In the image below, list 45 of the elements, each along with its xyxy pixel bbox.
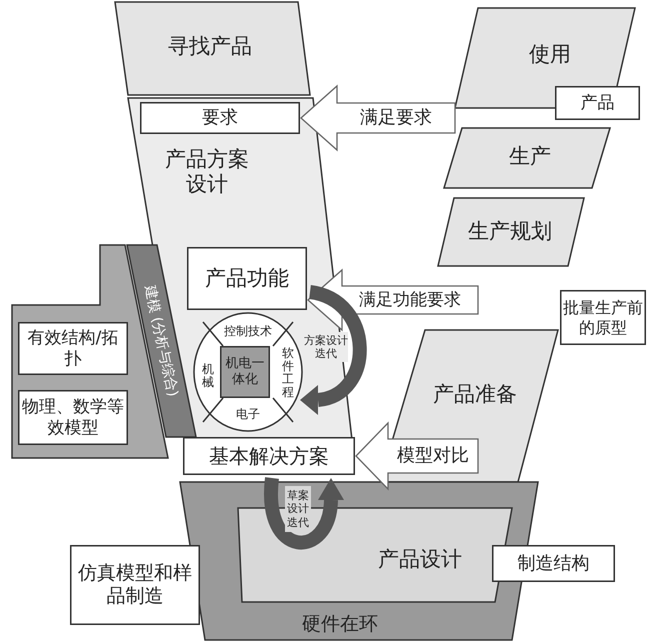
text-box — [492, 545, 615, 582]
node-text: 使用 — [528, 41, 572, 68]
text-box — [70, 545, 200, 625]
edge-label: 满足要求 — [359, 106, 433, 130]
node-text: 产品 — [580, 92, 616, 115]
node-text: 电子 — [235, 406, 261, 423]
text-box — [555, 86, 640, 120]
node-text: 寻找产品 — [167, 33, 253, 60]
text-box — [18, 322, 128, 375]
node-text: 软件工程 — [281, 344, 295, 402]
text-box — [183, 437, 355, 475]
text-box — [187, 247, 307, 310]
node-text: 机电一体化 — [224, 355, 266, 389]
block-arrow — [300, 84, 456, 152]
text-box — [18, 390, 128, 445]
parallelogram-block — [444, 128, 610, 188]
node-text: 产品设计 — [377, 546, 463, 574]
node-text: 生产规划 — [467, 218, 553, 246]
node-text: 生产 — [508, 143, 552, 170]
node-text: 控制技术 — [223, 322, 273, 340]
node-text: 制造结构 — [516, 552, 590, 576]
node-text: 产品方案设计 — [164, 146, 250, 198]
node-text: 产品功能 — [204, 264, 290, 292]
node-text: 硬件在环 — [301, 612, 379, 637]
edge-label: 模型对比 — [396, 444, 470, 468]
node-text: 仿真模型和样品制造 — [77, 561, 193, 609]
node-text: 基本解决方案 — [208, 443, 330, 470]
node-text: 机械 — [201, 360, 215, 391]
node-text: 批量生产前的原型 — [563, 297, 643, 338]
block-arrow — [355, 421, 479, 491]
text-box — [140, 102, 300, 134]
center-box — [220, 346, 270, 398]
edge-label: 满足功能要求 — [358, 288, 462, 312]
iteration-label: 草案设计迭代 — [285, 486, 311, 532]
parallelogram-block — [438, 198, 584, 266]
node-text: 建模 (分析与综合) — [140, 282, 182, 400]
block-arrow — [307, 268, 479, 332]
node-text: 有效结构/拓扑 — [26, 327, 120, 370]
node-text: 要求 — [201, 106, 239, 130]
node-text: 产品准备 — [432, 381, 518, 408]
iteration-label: 方案设计迭代 — [304, 332, 348, 362]
parallelogram-block — [115, 2, 310, 95]
domain-circle — [193, 312, 303, 432]
text-box — [560, 290, 646, 345]
node-text: 物理、数学等效模型 — [21, 396, 125, 440]
